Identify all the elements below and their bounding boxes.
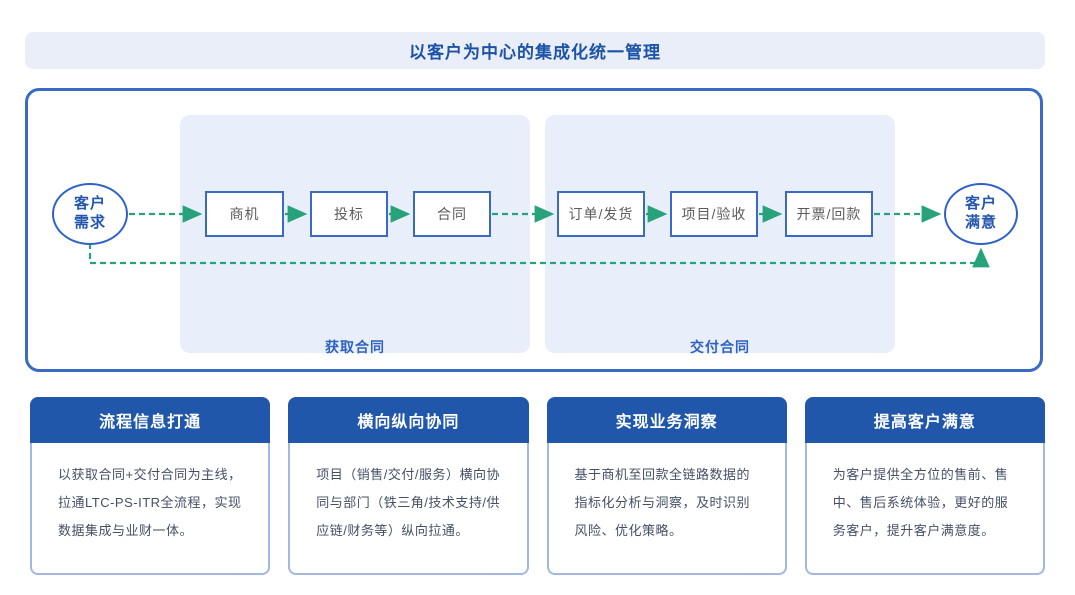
- stage-contract: 合同: [413, 191, 491, 237]
- feature-cards: 流程信息打通 以获取合同+交付合同为主线，拉通LTC-PS-ITR全流程，实现数…: [30, 397, 1045, 575]
- flow-diagram: 获取合同 交付合同 客户 需求: [25, 88, 1043, 372]
- group-acquire-label: 获取合同: [325, 339, 385, 355]
- card-business-insight-title: 实现业务洞察: [546, 397, 787, 443]
- stage-opportunity: 商机: [205, 191, 284, 237]
- customer-satisfaction-node: 客户 满意: [944, 183, 1018, 245]
- card-business-insight-body: 基于商机至回款全链路数据的指标化分析与洞察，及时识别风险、优化策略。: [546, 443, 787, 575]
- title-banner: 以客户为中心的集成化统一管理: [25, 32, 1045, 69]
- stage-project-acceptance: 项目/验收: [670, 191, 758, 237]
- card-process-integration-title: 流程信息打通: [30, 397, 271, 443]
- customer-demand-line2: 需求: [73, 214, 106, 231]
- page-title: 以客户为中心的集成化统一管理: [409, 43, 661, 62]
- card-collaboration-body: 项目（销售/交付/服务）横向协同与部门（铁三角/技术支持/供应链/财务等）纵向拉…: [288, 443, 529, 575]
- stage-invoice-payment: 开票/回款: [785, 191, 873, 237]
- card-business-insight: 实现业务洞察 基于商机至回款全链路数据的指标化分析与洞察，及时识别风险、优化策略…: [546, 397, 787, 575]
- card-customer-satisfaction-body: 为客户提供全方位的售前、售中、售后系统体验，更好的服务客户，提升客户满意度。: [804, 443, 1045, 575]
- card-process-integration: 流程信息打通 以获取合同+交付合同为主线，拉通LTC-PS-ITR全流程，实现数…: [30, 397, 271, 575]
- card-customer-satisfaction-title: 提高客户满意: [804, 397, 1045, 443]
- flow-arrows: [88, 205, 990, 268]
- card-collaboration: 横向纵向协同 项目（销售/交付/服务）横向协同与部门（铁三角/技术支持/供应链/…: [288, 397, 529, 575]
- card-process-integration-body: 以获取合同+交付合同为主线，拉通LTC-PS-ITR全流程，实现数据集成与业财一…: [30, 443, 271, 575]
- customer-demand-line1: 客户: [73, 195, 106, 213]
- stage-bidding: 投标: [310, 191, 388, 237]
- group-deliver-label: 交付合同: [690, 339, 750, 355]
- customer-demand-node: 客户 需求: [52, 183, 128, 245]
- stage-order-shipping: 订单/发货: [557, 191, 645, 237]
- customer-satisfaction-line2: 满意: [964, 214, 997, 231]
- customer-satisfaction-line1: 客户: [964, 195, 997, 213]
- card-collaboration-title: 横向纵向协同: [288, 397, 529, 443]
- card-customer-satisfaction: 提高客户满意 为客户提供全方位的售前、售中、售后系统体验，更好的服务客户，提升客…: [804, 397, 1045, 575]
